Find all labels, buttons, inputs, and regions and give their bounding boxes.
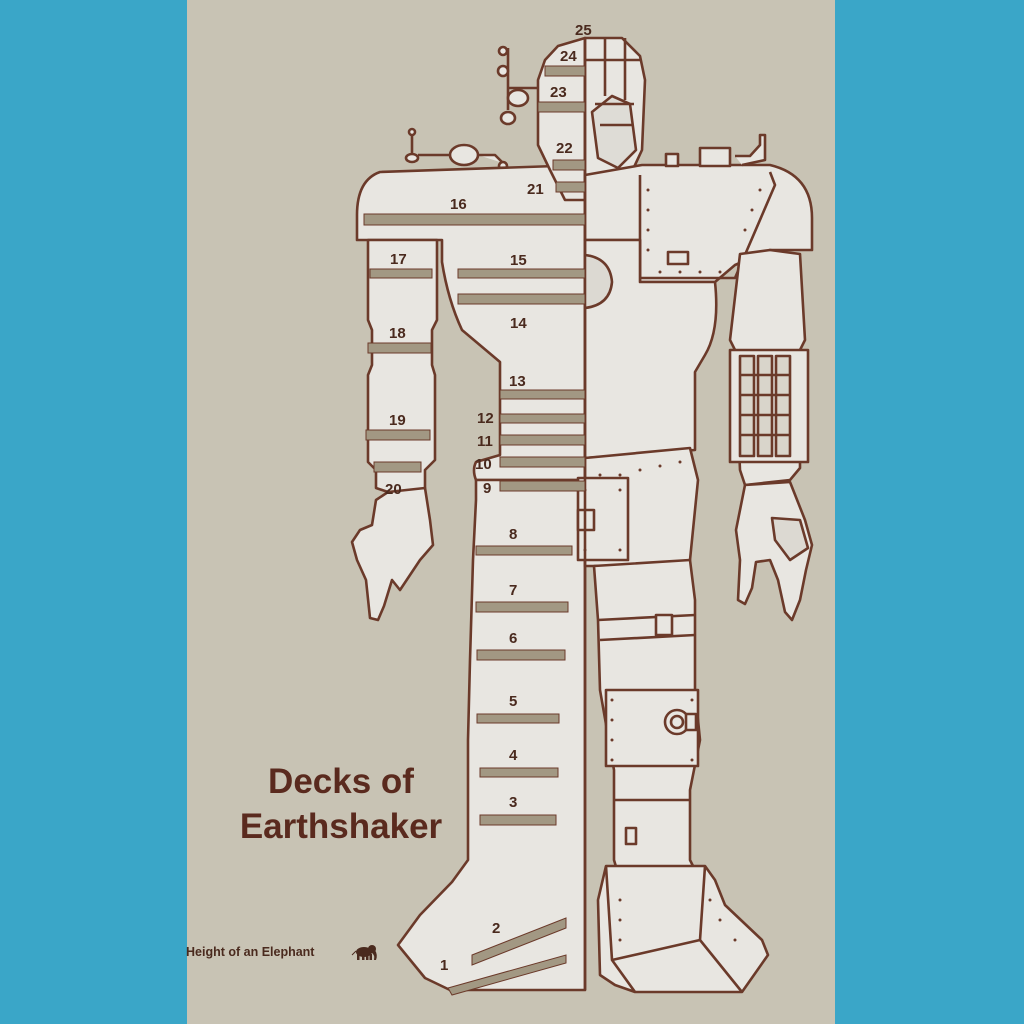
deck-bar-23 [537, 101, 586, 113]
head-face-plate [590, 94, 638, 170]
deck-label-3: 3 [509, 794, 517, 811]
deck-label-21: 21 [527, 181, 544, 198]
deck-bar-19 [365, 429, 431, 441]
deck-bar-22 [552, 159, 586, 171]
deck-label-6: 6 [509, 630, 517, 647]
deck-label-8: 8 [509, 526, 517, 543]
scale-reference: Height of an Elephant [186, 945, 377, 960]
deck-bar-21 [555, 181, 586, 193]
deck-label-18: 18 [389, 325, 406, 342]
deck-bar-20 [373, 461, 422, 473]
deck-label-23: 23 [550, 84, 567, 101]
deck-bar-2 [471, 917, 567, 966]
deck-bar-1 [447, 954, 567, 996]
deck-bar-15 [457, 268, 586, 279]
deck-label-19: 19 [389, 412, 406, 429]
deck-bar-5 [476, 713, 560, 724]
shoulder-gadget [404, 127, 509, 172]
right-boot [596, 864, 770, 994]
deck-bar-3 [479, 814, 557, 826]
deck-bar-14 [457, 293, 586, 305]
chest-port [584, 253, 614, 310]
deck-label-16: 16 [450, 196, 467, 213]
deck-label-13: 13 [509, 373, 526, 390]
deck-labels: 1 2 3 4 5 6 7 8 9 10 11 12 13 14 15 16 1… [385, 22, 592, 974]
deck-bar-12 [499, 413, 586, 424]
head-antenna [496, 45, 538, 126]
torso-right [583, 238, 718, 460]
deck-label-20: 20 [385, 481, 402, 498]
deck-label-11: 11 [477, 433, 493, 450]
deck-bar-18 [367, 342, 432, 354]
deck-bar-10 [499, 456, 586, 468]
deck-label-12: 12 [477, 410, 494, 427]
deck-label-22: 22 [556, 140, 573, 157]
deck-bars [363, 65, 586, 996]
right-hand [734, 480, 814, 622]
deck-label-14: 14 [510, 315, 527, 332]
deck-label-17: 17 [390, 251, 407, 268]
title-line-2: Earthshaker [240, 807, 443, 846]
deck-label-9: 9 [483, 480, 491, 497]
left-hand [350, 486, 435, 622]
deck-label-7: 7 [509, 582, 517, 599]
title-line-1: Decks of [268, 762, 414, 801]
elephant-icon [351, 945, 377, 960]
deck-bar-4 [479, 767, 559, 778]
deck-label-1: 1 [440, 957, 448, 974]
robot-figure [350, 36, 814, 994]
deck-bar-11 [499, 434, 586, 446]
deck-bar-6 [476, 649, 566, 661]
deck-label-4: 4 [509, 747, 518, 764]
deck-label-2: 2 [492, 920, 500, 937]
shoulder-device [664, 133, 767, 168]
left-leg [396, 478, 587, 992]
rivets [583, 188, 762, 942]
deck-label-5: 5 [509, 693, 517, 710]
deck-label-10: 10 [475, 456, 492, 473]
deck-label-25: 25 [575, 22, 592, 39]
arm-coils [738, 354, 792, 458]
deck-bar-16 [363, 213, 586, 226]
deck-bar-17 [369, 268, 433, 279]
torso-left [355, 163, 587, 482]
diagram-title: Decks of Earthshaker [240, 762, 443, 846]
deck-bar-8 [475, 545, 573, 556]
deck-bar-24 [544, 65, 586, 77]
deck-bar-13 [499, 389, 586, 400]
deck-label-24: 24 [560, 48, 577, 65]
deck-bar-9 [499, 480, 586, 492]
deck-bar-7 [475, 601, 569, 613]
scale-label: Height of an Elephant [186, 945, 315, 959]
deck-label-15: 15 [510, 252, 527, 269]
